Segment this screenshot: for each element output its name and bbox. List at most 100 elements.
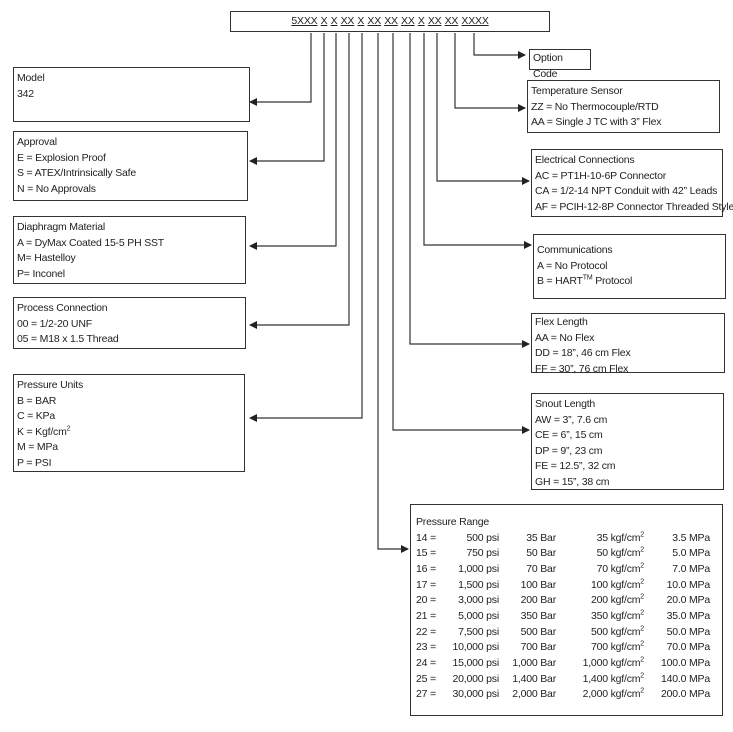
pressure-range-cell: 200.0 MPa xyxy=(661,688,710,701)
pressure-range-cell: 70.0 MPa xyxy=(666,641,711,654)
option-line: CE = 6”, 15 cm xyxy=(535,429,603,441)
model-connector xyxy=(249,33,312,106)
option-line: P = PSI xyxy=(17,456,52,469)
pressure-range-title: Pressure Range xyxy=(416,516,490,528)
approval-connector xyxy=(249,33,325,165)
pressure-range-cell: 20 = xyxy=(416,594,436,607)
model-code-segment: XX xyxy=(340,15,355,27)
pressure-range-cell: 20.0 MPa xyxy=(666,594,711,607)
pressure-range-cell: 350 Bar xyxy=(520,609,557,622)
option-line: A = DyMax Coated 15-5 PH SST xyxy=(17,236,165,249)
pressure-range-cell: 100 kgf/cm2 xyxy=(590,578,644,591)
pressure-range-cell: 50.0 MPa xyxy=(666,625,711,638)
model-code-segment: XX xyxy=(401,15,415,27)
pressure-range-cell: 500 psi xyxy=(466,531,500,544)
pressure-range-cell: 24 = xyxy=(416,657,436,669)
option-line: FE = 12.5”, 32 cm xyxy=(535,460,616,472)
model-code-segment: X xyxy=(320,15,328,27)
pressure-range-cell: 1,000 psi xyxy=(458,562,499,575)
flex-connector xyxy=(409,33,530,348)
model-code-segment: XXXX xyxy=(461,15,489,27)
option-line: 05 = M18 x 1.5 Thread xyxy=(17,333,119,345)
pressure-range-cell: 200 kgf/cm2 xyxy=(590,593,644,607)
option-line: 342 xyxy=(17,87,34,100)
pressure-range-cell: 7.0 MPa xyxy=(672,562,710,575)
option-line: M = MPa xyxy=(17,441,58,453)
pressure-range-cell: 14 = xyxy=(416,531,436,544)
pressure-range-cell: 5,000 psi xyxy=(458,609,499,622)
option-line: GH = 15”, 38 cm xyxy=(535,475,610,488)
pressure-range-cell: 5.0 MPa xyxy=(672,547,710,560)
model-code-segment: X xyxy=(330,15,338,27)
pressure-range-cell: 2,000 kgf/cm2 xyxy=(582,687,645,701)
option-line: DD = 18”, 46 cm Flex xyxy=(535,347,631,359)
pressure-range-cell: 70 Bar xyxy=(526,562,556,575)
pressure-range-cell: 7,500 psi xyxy=(458,625,499,638)
option-connector xyxy=(473,33,526,59)
pressure-range-cell: 350 kgf/cm2 xyxy=(590,609,644,622)
model-code-segment: X xyxy=(357,15,365,27)
pressure-range-cell: 23 = xyxy=(416,641,436,654)
pressure-range-cell: 16 = xyxy=(416,562,436,575)
snout-length-title: Snout Length xyxy=(535,398,596,410)
pressure-range-cell: 500 Bar xyxy=(520,625,557,638)
communications-title: Communications xyxy=(537,244,613,256)
pressure-range-cell: 15,000 psi xyxy=(452,657,500,669)
pressure-range-cell: 50 kgf/cm2 xyxy=(596,546,645,560)
model-code-segment: XX xyxy=(367,15,382,27)
pressure-range-cell: 50 Bar xyxy=(526,547,556,560)
pressure-range-cell: 500 kgf/cm2 xyxy=(590,625,644,638)
approval-title: Approval xyxy=(17,136,57,148)
pressure-range-cell: 21 = xyxy=(416,609,436,622)
option-line: DP = 9”, 23 cm xyxy=(535,444,603,457)
units-connector xyxy=(249,33,363,422)
flex-length-title: Flex Length xyxy=(535,316,588,328)
pressure-range-cell: 700 kgf/cm2 xyxy=(590,640,644,654)
pressure-range-cell: 1,400 kgf/cm2 xyxy=(582,672,645,685)
option-line: S = ATEX/Intrinsically Safe xyxy=(17,167,137,179)
temp-sensor-box: Temperature Sensor ZZ = No Thermocouple/… xyxy=(527,80,720,133)
pressure-range-cell: 17 = xyxy=(416,578,436,591)
option-code-title: Option Code xyxy=(533,52,563,80)
pressure-range-cell: 35.0 MPa xyxy=(666,609,711,622)
electrical-title: Electrical Connections xyxy=(535,154,635,166)
pressure-range-row: 21 = 5,000 psi 350 Bar 350 kgf/cm2 35.0 MPa xyxy=(416,609,718,625)
option-line: P= Inconel xyxy=(17,267,65,280)
pressure-range-cell: 140.0 MPa xyxy=(661,672,710,685)
pressure-range-cell: 25 = xyxy=(416,672,436,685)
range-connector xyxy=(377,33,409,553)
option-line: FF = 30”, 76 cm Flex xyxy=(535,362,629,375)
electrical-connector xyxy=(436,33,530,185)
pressure-range-cell: 27 = xyxy=(416,688,436,701)
electrical-box: Electrical Connections AC = PT1H-10-6P C… xyxy=(531,149,733,217)
pressure-range-cell: 10.0 MPa xyxy=(666,578,711,591)
option-line: B = BAR xyxy=(17,394,57,407)
option-line: A = No Protocol xyxy=(537,259,608,272)
option-line: AA = Single J TC with 3” Flex xyxy=(531,116,662,128)
pressure-range-cell: 35 kgf/cm2 xyxy=(596,531,645,544)
option-code-box: Option Code xyxy=(529,49,591,80)
pressure-range-cell: 20,000 psi xyxy=(452,672,500,685)
pressure-range-cell: 2,000 Bar xyxy=(512,688,556,701)
pressure-range-cell: 3,000 psi xyxy=(458,594,499,607)
temp-connector xyxy=(454,33,526,112)
option-line: K = Kgf/cm2 xyxy=(17,425,71,438)
option-line: CA = 1/2-14 NPT Conduit with 42” Leads xyxy=(535,185,718,197)
pressure-range-cell: 750 psi xyxy=(466,547,500,560)
process-connector xyxy=(249,33,350,329)
option-line: N = No Approvals xyxy=(17,182,96,195)
